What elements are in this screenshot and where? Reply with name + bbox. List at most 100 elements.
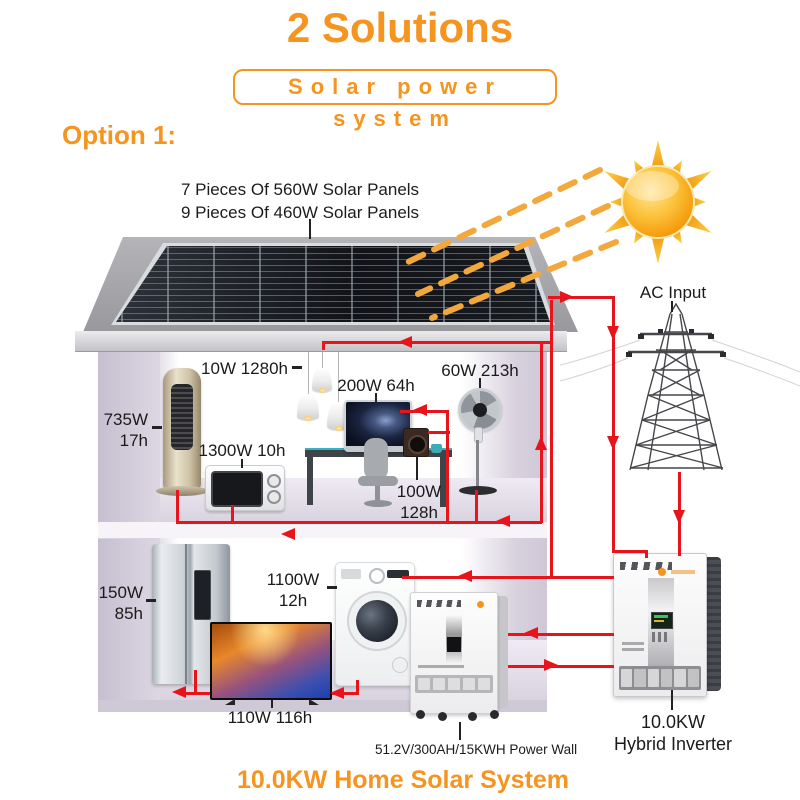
inverter-logo-text xyxy=(671,570,695,574)
inverter-port xyxy=(687,669,699,687)
wire-segment xyxy=(475,490,478,523)
lamp-cord xyxy=(338,350,339,402)
microwave-knob xyxy=(267,474,281,488)
flow-arrow xyxy=(607,436,619,450)
caster-wheel xyxy=(490,710,499,719)
powerwall-label: 51.2V/300AH/15KWH Power Wall xyxy=(375,742,578,757)
inverter-port xyxy=(660,669,673,687)
powerwall-port xyxy=(463,678,475,690)
lamp-glow xyxy=(319,388,326,393)
inverter-buttons xyxy=(652,632,670,642)
floor-slab xyxy=(98,522,547,539)
ac-input-pointer-line xyxy=(671,301,673,312)
wire-segment xyxy=(548,296,614,299)
office-chair-seat xyxy=(358,476,398,486)
inverter-side-panel xyxy=(705,557,721,691)
inverter-text-line xyxy=(622,642,644,645)
monitor-pointer xyxy=(375,393,377,403)
fridge-door-seam xyxy=(185,544,187,684)
wire-segment xyxy=(176,490,179,523)
wire-segment xyxy=(508,665,614,668)
powerwall-vents xyxy=(417,600,461,607)
wire-segment xyxy=(612,550,648,553)
wire-segment xyxy=(550,300,553,578)
panels-note: 7 Pieces Of 560W Solar Panels 9 Pieces O… xyxy=(180,180,420,222)
wire-segment xyxy=(194,670,197,695)
wire-segment xyxy=(540,341,543,523)
tv-foot xyxy=(309,699,319,705)
wire-segment xyxy=(508,633,614,636)
caster-wheel xyxy=(438,712,447,721)
desk-leg xyxy=(307,455,313,505)
fan-pole xyxy=(476,440,479,487)
microwave-door xyxy=(211,471,263,507)
fridge-label: 150W 85h xyxy=(98,583,143,623)
wire-segment xyxy=(322,341,325,350)
tv-screen xyxy=(212,624,330,698)
powerwall-logo xyxy=(477,601,484,608)
mug-icon xyxy=(431,444,442,453)
wire-segment xyxy=(402,576,614,579)
inverter-label: 10.0KW Hybrid Inverter xyxy=(613,712,733,754)
powerwall-port xyxy=(478,678,490,690)
flow-arrow xyxy=(607,326,619,340)
lights-label: 10W 1280h xyxy=(201,359,288,378)
microwave-pointer xyxy=(241,459,243,468)
flow-arrow xyxy=(560,291,574,303)
tv-label: 110W 116h xyxy=(227,708,313,727)
powerwall-pointer xyxy=(459,722,461,740)
subtitle-badge: Solar power system xyxy=(233,69,557,131)
fan-hub xyxy=(473,403,487,417)
flow-arrow xyxy=(172,686,186,698)
tv-icon xyxy=(210,622,332,700)
fridge-pointer xyxy=(146,599,156,602)
roof-eave xyxy=(75,331,567,352)
lamp-cord xyxy=(322,350,323,368)
panels-pointer-line xyxy=(309,219,311,239)
flow-arrow xyxy=(496,515,510,527)
speaker-label: 100W 128h xyxy=(396,482,442,522)
inverter-port xyxy=(621,669,633,687)
powerwall-brand-text xyxy=(418,665,464,668)
microwave-knob xyxy=(267,490,281,504)
standing-fan-head xyxy=(458,388,502,432)
microwave-label: 1300W 10h xyxy=(198,441,286,460)
monitor-label: 200W 64h xyxy=(337,376,415,395)
flow-arrow xyxy=(398,336,412,348)
wire-segment xyxy=(356,680,359,695)
washer-display xyxy=(387,570,409,578)
display-line xyxy=(654,620,664,622)
inverter-display xyxy=(651,612,673,629)
tower-ac-pointer xyxy=(152,426,162,429)
wire-segment xyxy=(231,505,234,523)
tower-ac-label: 735W 17h xyxy=(103,410,148,450)
washer-door xyxy=(347,591,407,651)
wire-segment xyxy=(322,341,552,344)
wire-segment xyxy=(612,296,615,550)
washing-machine-icon xyxy=(335,562,415,686)
flow-arrow xyxy=(330,687,344,699)
sun-icon xyxy=(596,140,720,269)
pendant-lamp-icon xyxy=(297,394,319,420)
washer-pointer xyxy=(327,586,337,589)
inverter-pointer xyxy=(671,690,673,710)
flow-arrow xyxy=(535,436,547,450)
wire-segment xyxy=(428,431,450,434)
inverter-icon-strip xyxy=(619,666,701,690)
wire-segment xyxy=(645,550,648,558)
transmission-tower-icon xyxy=(519,298,800,485)
inverter-port xyxy=(634,669,646,687)
fan-pointer xyxy=(479,378,481,388)
tower-ac-grill xyxy=(171,384,193,450)
lamp-glow xyxy=(304,416,312,421)
office-chair-pole xyxy=(375,486,380,502)
lamp-glow xyxy=(335,426,343,431)
tower-ac-icon xyxy=(163,368,201,490)
powerwall-port xyxy=(433,678,445,690)
washer-filter-cap xyxy=(392,657,408,673)
powerwall-icon xyxy=(410,592,498,714)
inverter-text-line xyxy=(622,648,644,651)
page-title: 2 Solutions xyxy=(286,4,514,51)
system-title: 10.0KW Home Solar System xyxy=(236,766,570,794)
